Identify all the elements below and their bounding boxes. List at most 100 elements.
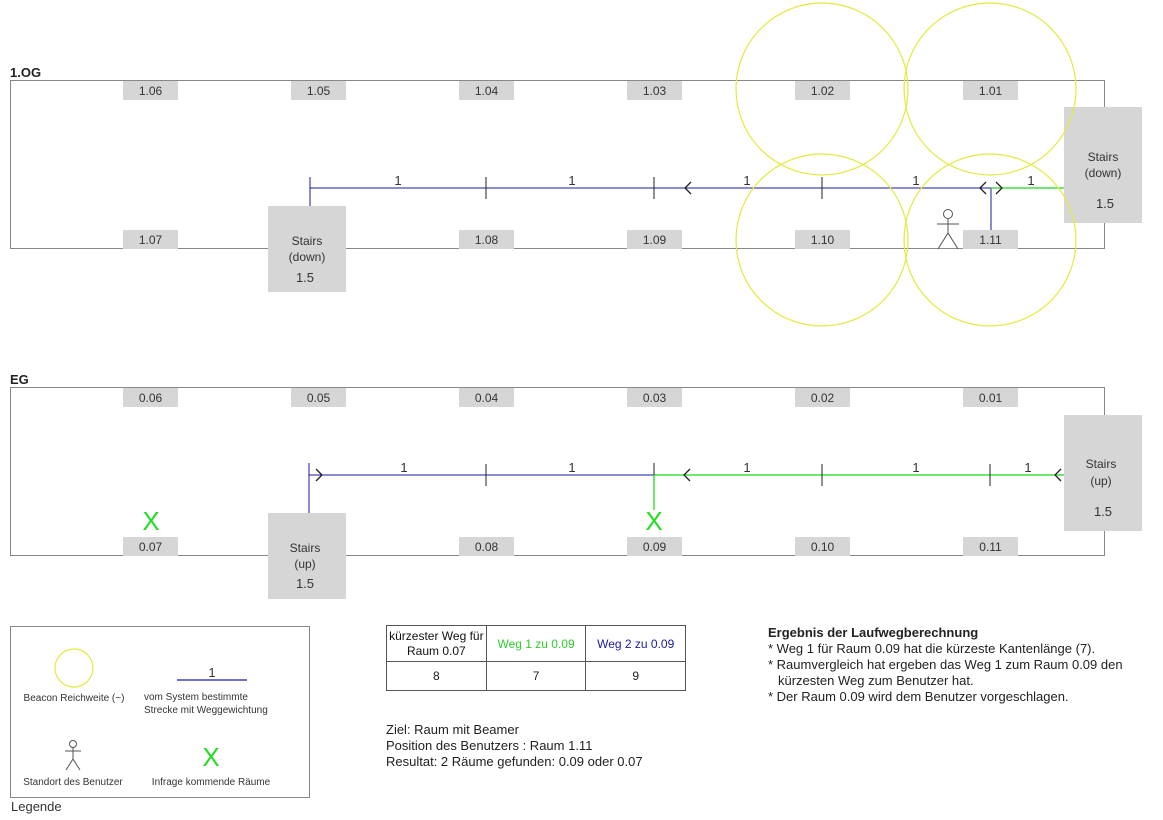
eg-room-0.05[interactable]: 0.05: [291, 388, 346, 407]
og-route: 1 1 1 1 1: [309, 173, 1064, 230]
value-route1-0.09: 7: [485, 661, 587, 691]
beacon-range-circle: [903, 2, 1077, 176]
svg-text:1.05: 1.05: [307, 84, 331, 98]
og-edge-weight: 1: [743, 173, 750, 188]
result-title: Ergebnis der Laufwegberechnung: [768, 625, 979, 640]
header-route2-0.09: Weg 2 zu 0.09: [585, 625, 686, 662]
og-corridor-outline: [10, 80, 1105, 249]
result-bullet-3: * Der Raum 0.09 wird dem Benutzer vorges…: [768, 689, 1069, 704]
search-info: Ziel: Raum mit Beamer Position des Benut…: [386, 722, 643, 770]
eg-stairs-right[interactable]: Stairs (up) 1.5: [1064, 415, 1142, 531]
svg-text:Stairs: Stairs: [292, 234, 323, 248]
svg-text:1.04: 1.04: [475, 84, 499, 98]
svg-text:(up): (up): [1090, 474, 1111, 488]
header-route1-0.09: Weg 1 zu 0.09: [485, 625, 587, 662]
eg-room-0.09[interactable]: 0.09: [627, 537, 682, 556]
candidate-room-mark-0.09: X: [645, 506, 662, 536]
result-bullet-2-cont: kürzesten Weg zum Benutzer hat.: [778, 673, 974, 688]
svg-text:0.04: 0.04: [475, 391, 499, 405]
svg-text:1.5: 1.5: [296, 576, 314, 591]
eg-corridor-outline: [10, 387, 1105, 556]
legend-beacon-icon: [54, 648, 94, 688]
eg-edge-weight: 1: [912, 460, 919, 475]
svg-text:1.03: 1.03: [643, 84, 667, 98]
svg-text:0.09: 0.09: [643, 540, 667, 554]
eg-edge-weight: 1: [400, 460, 407, 475]
og-room-1.11[interactable]: 1.11: [963, 230, 1018, 249]
svg-text:1.5: 1.5: [1094, 504, 1112, 519]
svg-text:0.03: 0.03: [643, 391, 667, 405]
svg-text:1.02: 1.02: [811, 84, 835, 98]
result-summary: Ergebnis der Laufwegberechnung * Weg 1 f…: [768, 625, 1158, 705]
eg-room-0.11[interactable]: 0.11: [963, 537, 1018, 556]
floor-label-eg: EG: [10, 372, 29, 387]
eg-room-0.07[interactable]: 0.07: [123, 537, 178, 556]
legend-user-icon: [65, 740, 81, 771]
svg-text:Stairs: Stairs: [290, 541, 321, 555]
eg-stairs-left[interactable]: Stairs (up) 1.5: [268, 513, 346, 599]
beacon-range-circle: [735, 2, 909, 176]
svg-text:(down): (down): [1085, 166, 1122, 180]
eg-room-0.08[interactable]: 0.08: [459, 537, 514, 556]
og-arrow-right: [995, 181, 1003, 195]
svg-text:0.07: 0.07: [139, 540, 163, 554]
og-room-1.01[interactable]: 1.01: [963, 81, 1018, 100]
svg-text:(up): (up): [294, 557, 315, 571]
eg-room-0.03[interactable]: 0.03: [627, 388, 682, 407]
eg-room-0.04[interactable]: 0.04: [459, 388, 514, 407]
og-stairs-right[interactable]: Stairs (down) 1.5: [1064, 107, 1142, 223]
eg-room-0.10[interactable]: 0.10: [795, 537, 850, 556]
og-edge-weight: 1: [912, 173, 919, 188]
legend-candidate-label: Infrage kommende Räume: [152, 777, 271, 788]
og-edge-weight: 1: [1027, 173, 1034, 188]
og-room-1.05[interactable]: 1.05: [291, 81, 346, 100]
svg-text:1.06: 1.06: [139, 84, 163, 98]
legend-candidate-icon: X: [202, 742, 219, 772]
og-room-1.10[interactable]: 1.10: [795, 230, 850, 249]
svg-text:0.06: 0.06: [139, 391, 163, 405]
eg-route: 1 1 1 1 1: [308, 460, 1064, 513]
og-room-1.07[interactable]: 1.07: [123, 230, 178, 249]
info-goal: Ziel: Raum mit Beamer: [386, 722, 519, 737]
svg-text:(down): (down): [289, 250, 326, 264]
og-room-1.09[interactable]: 1.09: [627, 230, 682, 249]
eg-room-0.01[interactable]: 0.01: [963, 388, 1018, 407]
svg-text:0.10: 0.10: [811, 540, 835, 554]
og-room-1.03[interactable]: 1.03: [627, 81, 682, 100]
result-bullet-2: * Raumvergleich hat ergeben das Weg 1 zu…: [768, 657, 1123, 672]
legend-edge-label-1: vom System bestimmte: [144, 692, 248, 703]
og-arrow-left: [684, 181, 692, 195]
svg-text:0.05: 0.05: [307, 391, 331, 405]
legend-box: Beacon Reichweite (~) 1 vom System besti…: [10, 626, 310, 798]
svg-text:1.5: 1.5: [296, 270, 314, 285]
svg-text:1.09: 1.09: [643, 233, 667, 247]
eg-arrow-left: [683, 468, 691, 482]
eg-room-0.02[interactable]: 0.02: [795, 388, 850, 407]
eg-arrow-right: [315, 468, 323, 482]
info-result: Resultat: 2 Räume gefunden: 0.09 oder 0.…: [386, 754, 643, 769]
eg-room-0.06[interactable]: 0.06: [123, 388, 178, 407]
og-room-1.04[interactable]: 1.04: [459, 81, 514, 100]
og-stairs-left[interactable]: Stairs (down) 1.5: [268, 206, 346, 292]
og-room-1.08[interactable]: 1.08: [459, 230, 514, 249]
og-room-1.06[interactable]: 1.06: [123, 81, 178, 100]
floor-og: 1.06 1.05 1.04 1.03 1.02 1.01 1.07 1.08 …: [10, 2, 1142, 327]
floor-eg: 0.06 0.05 0.04 0.03 0.02 0.01 0.07 0.08 …: [10, 387, 1142, 599]
og-edge-weight: 1: [394, 173, 401, 188]
svg-text:0.01: 0.01: [979, 391, 1003, 405]
svg-text:0.02: 0.02: [811, 391, 835, 405]
results-table: kürzester Weg für Raum 0.07 Weg 1 zu 0.0…: [386, 625, 686, 691]
value-shortest-0.07: 8: [386, 661, 487, 691]
candidate-room-mark-0.07: X: [142, 506, 159, 536]
eg-edge-weight: 1: [743, 460, 750, 475]
floor-label-og: 1.OG: [10, 65, 42, 80]
legend-user-label: Standort des Benutzer: [23, 777, 123, 788]
svg-text:1.01: 1.01: [979, 84, 1003, 98]
og-beacons: [735, 2, 1077, 327]
svg-text:1.11: 1.11: [979, 233, 1002, 247]
legend-beacon-label: Beacon Reichweite (~): [24, 693, 125, 704]
og-edge-weight: 1: [568, 173, 575, 188]
og-room-1.02[interactable]: 1.02: [795, 81, 850, 100]
eg-arrow-left: [1054, 468, 1062, 482]
